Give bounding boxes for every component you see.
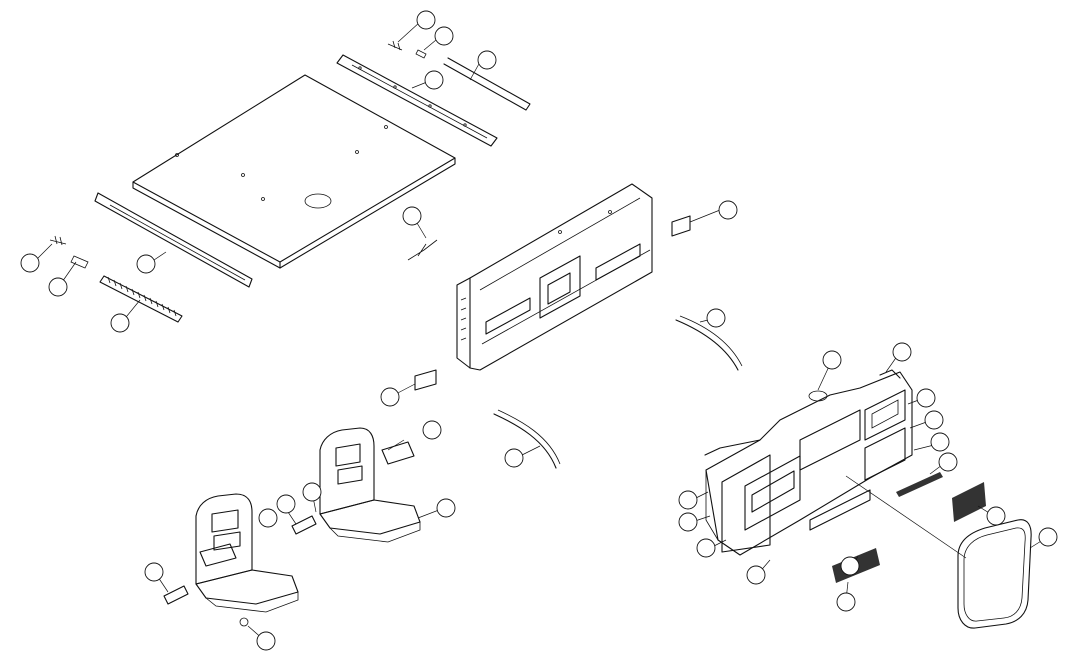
callout-c-23-left bbox=[20, 253, 40, 273]
washer bbox=[239, 617, 249, 627]
plate-left bbox=[414, 369, 437, 391]
callout-c-26 bbox=[424, 70, 444, 90]
callout-c-8 bbox=[422, 420, 442, 440]
callout-c-30 bbox=[144, 562, 164, 582]
callout-c-27 bbox=[110, 313, 130, 333]
callout-c-6 bbox=[924, 410, 944, 430]
callout-c-32 bbox=[276, 494, 296, 514]
callout-c-21 bbox=[718, 200, 738, 220]
hood-rail bbox=[704, 369, 901, 456]
callout-c-33 bbox=[436, 498, 456, 518]
callout-c-24-left bbox=[48, 277, 68, 297]
callout-c-13 bbox=[930, 432, 950, 452]
windshield-panel bbox=[957, 519, 1032, 629]
callout-c-17 bbox=[1038, 527, 1058, 547]
grill-vent-right bbox=[952, 482, 986, 522]
seat-adjuster-lower bbox=[163, 585, 189, 605]
callout-bubbles bbox=[20, 10, 1058, 651]
curved-trim-upper bbox=[675, 319, 739, 371]
callout-c-11 bbox=[696, 538, 716, 558]
callout-c-5 bbox=[678, 490, 698, 510]
callout-c-9 bbox=[822, 350, 842, 370]
callout-c-7 bbox=[892, 342, 912, 362]
leader-lines bbox=[33, 21, 1047, 641]
callout-c-12 bbox=[746, 565, 766, 585]
callout-c-1 bbox=[836, 592, 856, 612]
callout-c-31 bbox=[258, 508, 278, 528]
hood-assembly bbox=[705, 371, 913, 556]
clip-left bbox=[70, 255, 89, 269]
seat-right bbox=[319, 427, 421, 543]
callout-c-28 bbox=[256, 631, 276, 651]
plate-right bbox=[671, 215, 691, 237]
callout-c-29 bbox=[302, 482, 322, 502]
seat-adjuster-upper bbox=[291, 515, 317, 535]
callout-c-18 bbox=[504, 448, 524, 468]
callout-c-25 bbox=[477, 50, 497, 70]
spring-strip bbox=[99, 275, 183, 323]
curved-trim-upper-inner bbox=[679, 315, 743, 367]
callout-c-20 bbox=[380, 387, 400, 407]
callout-c-3 bbox=[986, 506, 1006, 526]
curved-trim-lower-inner bbox=[497, 409, 561, 465]
callout-c-24-top bbox=[434, 26, 454, 46]
rear-rail-strip bbox=[336, 54, 498, 147]
clip-top bbox=[415, 49, 427, 59]
callout-c-14 bbox=[916, 388, 936, 408]
curved-trim-lower bbox=[493, 413, 557, 469]
callout-c-23-top bbox=[416, 10, 436, 30]
floor-panel bbox=[132, 74, 456, 269]
callout-c-2 bbox=[840, 556, 860, 576]
callout-c-22 bbox=[402, 206, 422, 226]
seat-left bbox=[195, 493, 299, 613]
bolt-top bbox=[387, 40, 403, 51]
callout-c-26-left bbox=[136, 254, 156, 274]
bracket-22 bbox=[407, 239, 438, 261]
rear-bulkhead bbox=[456, 183, 653, 371]
long-rail bbox=[443, 57, 531, 111]
grill-vent-small bbox=[896, 472, 943, 497]
bolt-left bbox=[49, 235, 67, 246]
callout-c-10 bbox=[678, 512, 698, 532]
callout-c-4 bbox=[938, 452, 958, 472]
callout-c-19 bbox=[706, 308, 726, 328]
front-rail-strip bbox=[94, 192, 253, 288]
